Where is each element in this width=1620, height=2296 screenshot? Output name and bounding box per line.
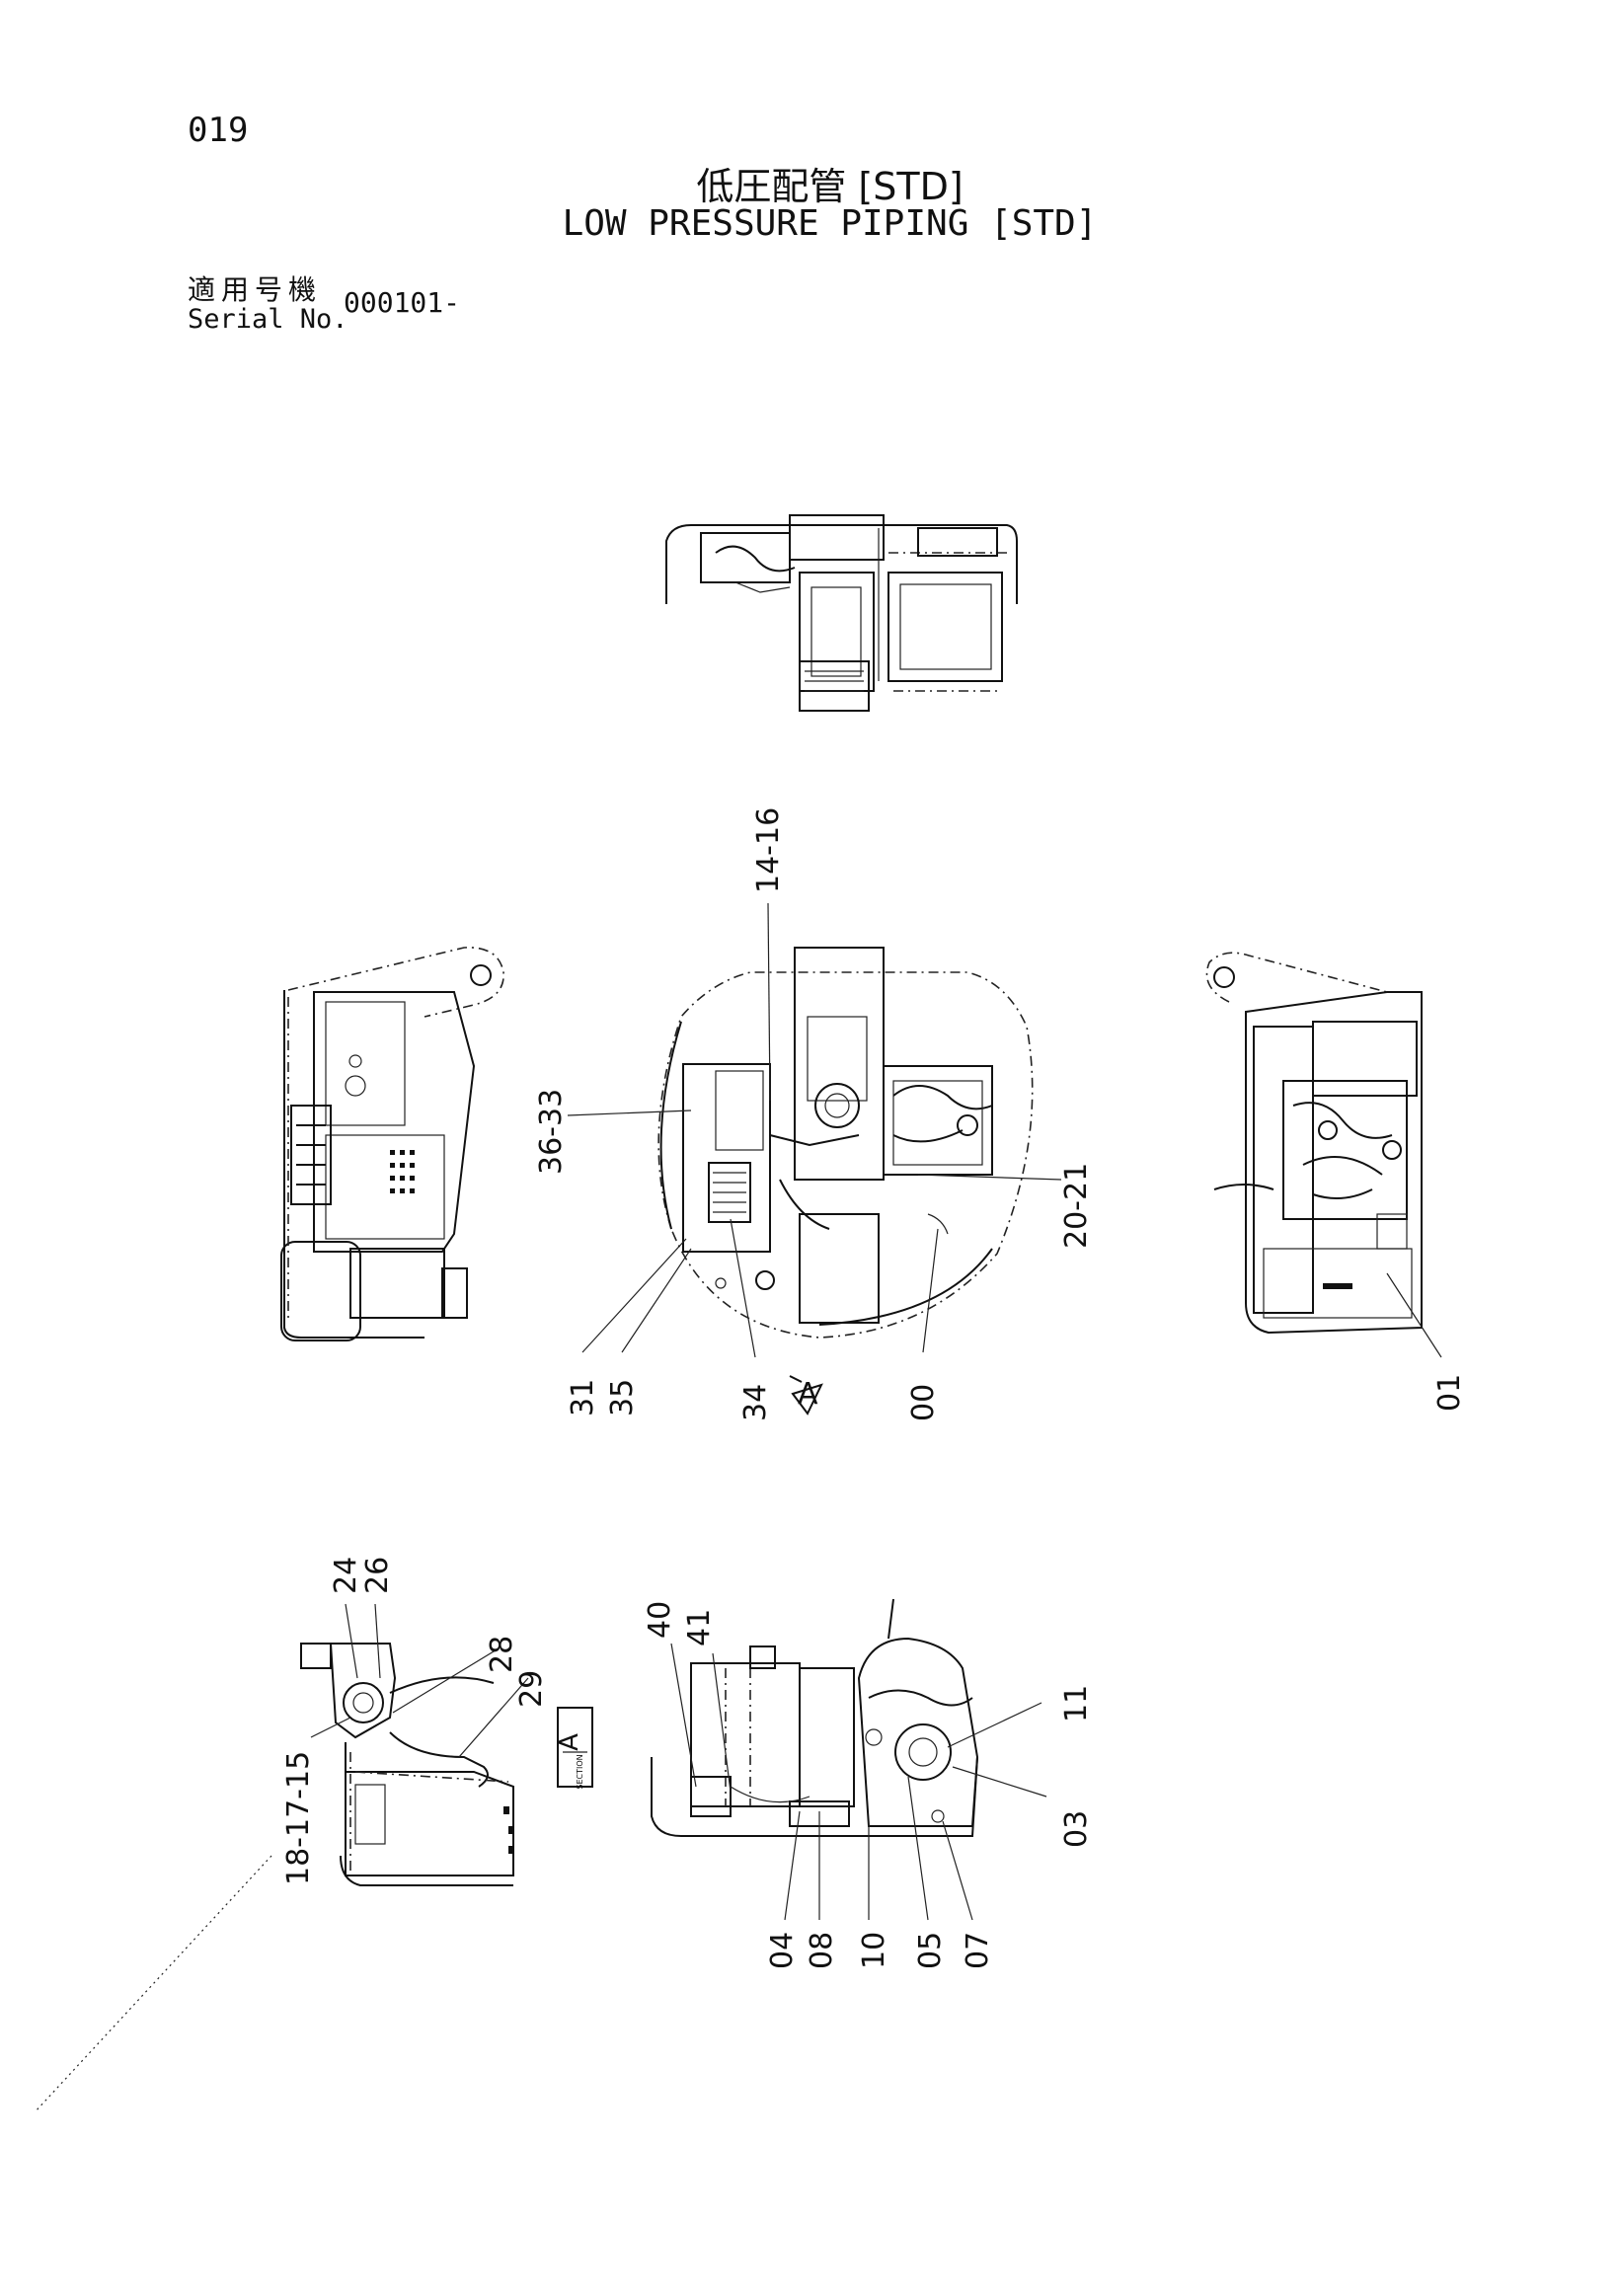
- callout-24: 24: [329, 1557, 363, 1594]
- callout-41: 41: [682, 1609, 717, 1646]
- callout-10: 10: [857, 1932, 891, 1969]
- callout-11: 11: [1059, 1685, 1094, 1722]
- right-side-view-assembly: [1205, 952, 1423, 1335]
- section-a-marker: A SECTION: [555, 1707, 593, 1790]
- callout-labels: 14-16 36-33 20-21 31 35 34 00 01 24 26 2…: [281, 807, 1467, 1969]
- serial-label-en: Serial No.: [188, 304, 348, 335]
- center-plan-view-assembly: [657, 947, 1034, 1339]
- callout-05: 05: [913, 1932, 948, 1969]
- callout-20-21: 20-21: [1059, 1163, 1094, 1249]
- callout-31: 31: [566, 1379, 600, 1416]
- callout-04: 04: [765, 1932, 800, 1969]
- page-title-en: LOW PRESSURE PIPING [STD]: [562, 203, 1098, 244]
- callout-14-16: 14-16: [751, 807, 786, 893]
- callout-40: 40: [643, 1601, 677, 1639]
- page-title-jp: 低圧配管 [STD]: [696, 165, 964, 208]
- callout-34: 34: [738, 1384, 773, 1421]
- callout-28: 28: [485, 1636, 519, 1673]
- callout-03: 03: [1059, 1810, 1094, 1848]
- view-a-marker: A: [789, 1375, 823, 1416]
- top-view-assembly: [665, 514, 1018, 712]
- callout-18-17-15: 18-17-15: [281, 1751, 316, 1885]
- section-a-detail-assembly: [34, 1643, 514, 2113]
- callout-00: 00: [906, 1384, 941, 1421]
- bottom-side-view-assembly: [651, 1598, 979, 1837]
- callout-08: 08: [805, 1932, 839, 1969]
- serial-value: 000101-: [344, 286, 461, 319]
- section-a-label: A: [555, 1733, 584, 1751]
- callout-29: 29: [514, 1670, 549, 1708]
- leader-lines: [310, 902, 1442, 1921]
- callout-36-33: 36-33: [534, 1089, 569, 1175]
- callout-07: 07: [961, 1932, 995, 1969]
- page-number: 019: [188, 111, 249, 150]
- callout-26: 26: [360, 1557, 395, 1594]
- serial-label-jp: 適用号機: [188, 273, 323, 306]
- left-side-view-assembly: [280, 947, 504, 1341]
- callout-35: 35: [605, 1379, 640, 1416]
- section-word: SECTION: [576, 1754, 584, 1789]
- view-a-label: A: [798, 1377, 818, 1412]
- callout-01: 01: [1432, 1374, 1467, 1412]
